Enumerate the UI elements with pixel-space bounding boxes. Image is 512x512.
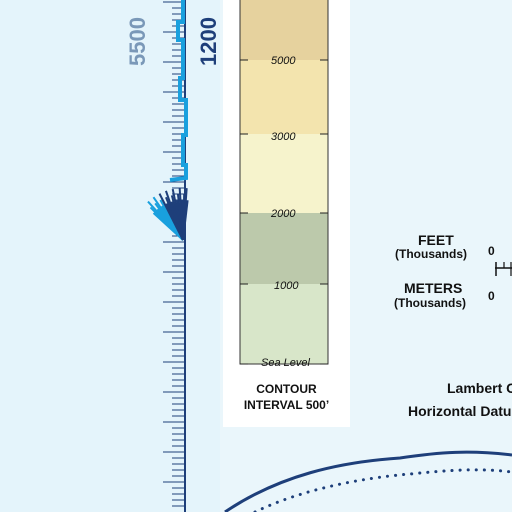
shoreline — [224, 450, 512, 512]
tint-band — [240, 134, 328, 213]
contour-note-line2: INTERVAL 500’ — [243, 398, 330, 412]
airspace-boundary — [169, 0, 188, 182]
scale-bar-ticks — [495, 262, 512, 276]
tint-band — [240, 0, 328, 60]
tint-band — [240, 213, 328, 284]
horizontal-datum: Horizontal Datu — [408, 403, 512, 419]
scale-feet-unit: (Thousands) — [395, 247, 467, 261]
tint-label-5000: 5000 — [271, 55, 296, 67]
scale-feet-title: FEET — [418, 232, 454, 248]
tint-band — [240, 60, 328, 134]
tint-band — [240, 284, 328, 364]
restricted-area-hatching — [147, 188, 189, 241]
tint-label-sea-level: Sea Level — [261, 357, 310, 369]
tint-label-3000: 3000 — [271, 131, 296, 143]
scale-meters-title: METERS — [404, 280, 463, 296]
water-area — [0, 0, 220, 512]
scale-feet-zero: 0 — [488, 244, 495, 258]
projection-name: Lambert C — [447, 380, 512, 396]
tint-bar-frame — [239, 0, 329, 365]
hatch-line — [182, 200, 189, 241]
scale-meters-zero: 0 — [488, 289, 495, 303]
scale-meters-unit: (Thousands) — [394, 296, 466, 310]
tint-label-2000: 2000 — [271, 208, 296, 220]
contour-interval-note: CONTOUR INTERVAL 500’ — [223, 381, 350, 413]
grid-value-right: 1200 — [196, 17, 221, 66]
contour-note-line1: CONTOUR — [256, 382, 317, 396]
tint-label-1000: 1000 — [274, 280, 299, 292]
grid-value-left: 5500 — [125, 17, 150, 66]
